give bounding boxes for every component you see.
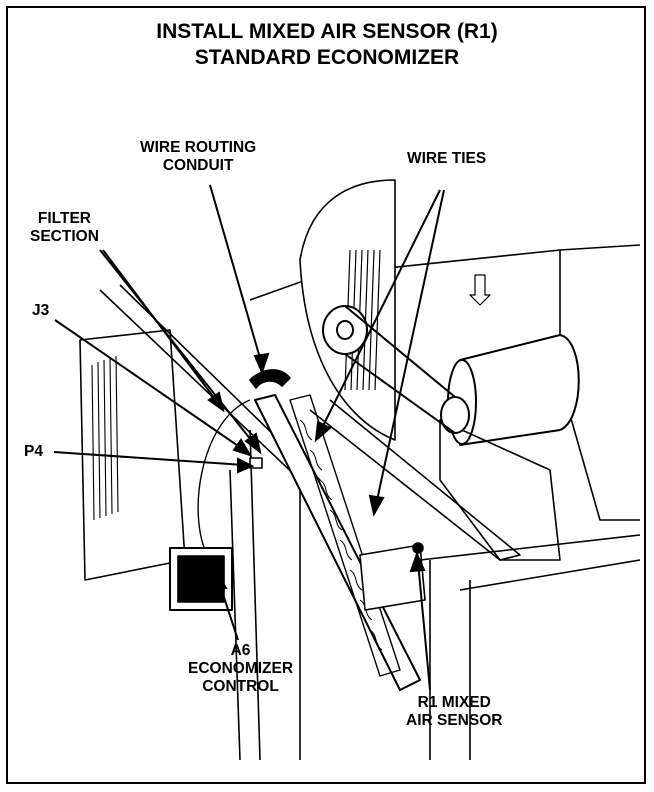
sensor-wiring	[197, 399, 251, 561]
leader-r1-mixed-air-sensor	[417, 561, 431, 691]
unit-base-rail-lower	[459, 559, 641, 591]
blower-motor	[459, 334, 580, 446]
label-j3: J3	[32, 302, 50, 319]
label-a6-economizer-control: A6 ECONOMIZER CONTROL	[188, 642, 294, 695]
connector-j3-p4	[249, 457, 263, 469]
leader-wire-ties-1	[319, 189, 441, 433]
label-wire-routing-conduit: WIRE ROUTING CONDUIT	[140, 139, 257, 174]
leader-a6-economizer-control	[218, 581, 239, 641]
label-p4: P4	[24, 443, 43, 460]
leader-filter-section-2	[102, 249, 219, 404]
unit-right-side	[559, 250, 640, 521]
diagram-title-line-1: INSTALL MIXED AIR SENSOR (R1)	[156, 20, 498, 43]
wire-routing-conduit-shape	[249, 369, 291, 389]
diagram-frame	[6, 6, 646, 784]
horizontal-rail	[309, 399, 521, 561]
label-r1-mixed-air-sensor: R1 MIXED AIR SENSOR	[406, 694, 503, 729]
unit-base-rail	[419, 534, 641, 561]
label-filter-section: FILTER SECTION	[30, 210, 99, 245]
diagram-title-line-2: STANDARD ECONOMIZER	[194, 46, 460, 69]
motor-pulley	[440, 396, 470, 434]
leader-j3	[54, 319, 245, 451]
damper-column	[254, 394, 421, 691]
mixed-air-sensor-box	[359, 544, 426, 611]
leader-wire-ties-2	[375, 189, 445, 506]
damper-linkage	[289, 394, 401, 677]
panel-louvers	[91, 355, 119, 521]
blower-pulley	[322, 305, 368, 355]
airflow-arrow	[469, 274, 491, 306]
motor-mount	[439, 419, 561, 561]
unit-top-panel	[249, 244, 641, 301]
label-wire-ties: WIRE TIES	[407, 150, 487, 167]
leader-p4	[53, 451, 245, 466]
leader-wire-routing-conduit	[209, 184, 263, 366]
mixed-air-sensor	[412, 542, 424, 554]
